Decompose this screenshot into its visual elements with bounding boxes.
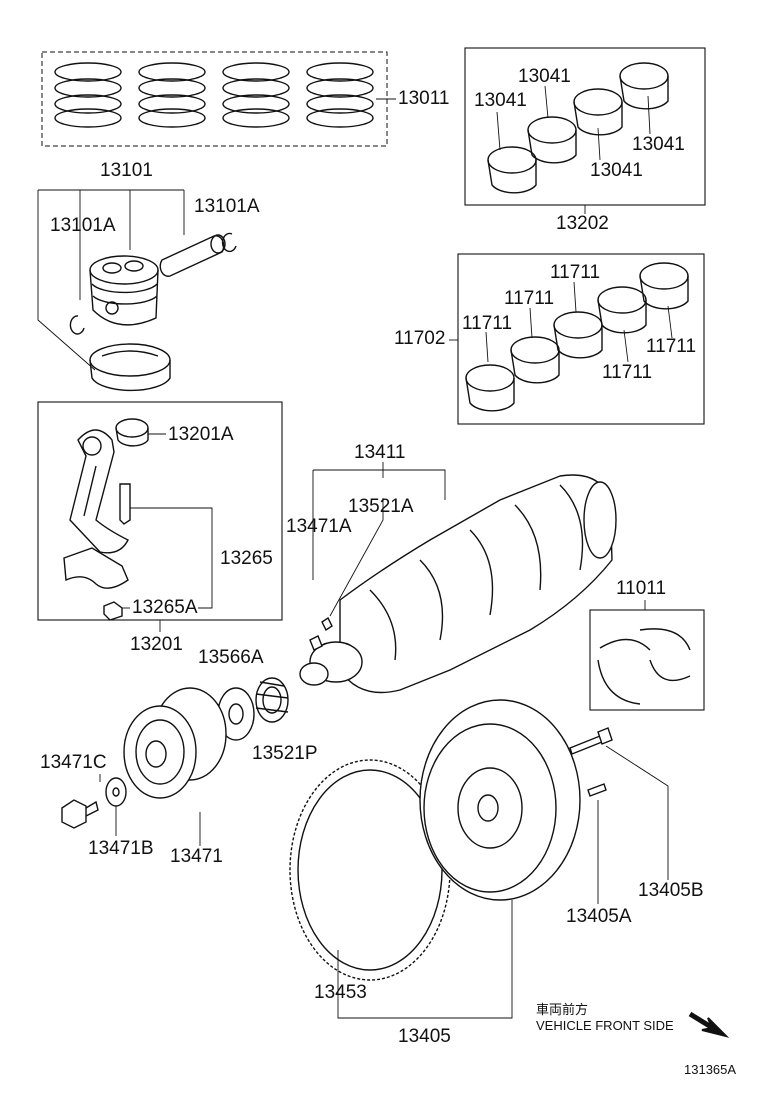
label-11711-e: 11711: [602, 362, 653, 383]
piston: [89, 255, 159, 326]
label-13041-a: 13041: [518, 66, 571, 87]
thrust-washer-group: [589, 600, 705, 711]
label-13405: 13405: [398, 1026, 451, 1047]
label-13405B: 13405B: [638, 880, 704, 901]
label-13471A: 13471A: [286, 516, 352, 537]
main-bearing-shell-3: [553, 311, 603, 359]
label-11711-b: 11711: [504, 288, 555, 309]
label-13201: 13201: [130, 634, 183, 655]
pin-snap-ring-left: [69, 315, 85, 335]
label-13265: 13265: [220, 548, 273, 569]
crankshaft-group: [299, 462, 617, 694]
label-13011: 13011: [398, 88, 450, 109]
label-11711-d: 11711: [646, 336, 697, 357]
piston-ring-set-group: [41, 51, 396, 147]
label-11711-a: 11711: [550, 262, 601, 283]
label-13265A: 13265A: [132, 597, 198, 618]
connecting-rod-bolt: [119, 483, 131, 525]
label-13471B: 13471B: [88, 838, 154, 859]
flywheel-bolt: [569, 727, 613, 755]
label-13411: 13411: [354, 442, 406, 463]
rod-bearing-shell-1: [487, 146, 537, 194]
piston-ring-set-1: [54, 62, 122, 128]
pulley-washer: [105, 777, 127, 807]
main-bearing-shell-4: [597, 286, 647, 334]
label-13202: 13202: [556, 213, 609, 234]
direction-label-jp: 車両前方: [536, 1002, 589, 1017]
label-13405A: 13405A: [566, 906, 632, 927]
label-13471: 13471: [170, 846, 223, 867]
crankshaft-key: [309, 635, 323, 651]
rod-bearing-shell-4: [619, 62, 669, 110]
pin-snap-ring-right: [221, 232, 237, 253]
main-bearing-shell-1: [465, 364, 515, 412]
label-13041-d: 13041: [590, 160, 643, 181]
piston-ring-set-3: [222, 62, 290, 128]
pulley-bolt: [61, 799, 99, 829]
label-13101A-right: 13101A: [194, 196, 260, 217]
label-13101A-left: 13101A: [50, 215, 116, 236]
label-13201A: 13201A: [168, 424, 234, 445]
piston-pin: [159, 234, 226, 277]
crankshaft: [299, 474, 617, 694]
label-13521P: 13521P: [252, 743, 318, 764]
crank-pulley: [123, 687, 227, 799]
label-11702: 11702: [394, 328, 446, 349]
label-11711-c: 11711: [462, 313, 513, 334]
label-13566A: 13566A: [198, 647, 264, 668]
piston-ring-set-2: [138, 62, 206, 128]
connecting-rod-nut: [103, 601, 123, 621]
label-13471C: 13471C: [40, 752, 107, 773]
vehicle-front-arrow-icon: [688, 1011, 730, 1038]
small-end-bushing: [115, 418, 149, 447]
piston-group: [37, 189, 237, 392]
label-13453: 13453: [314, 982, 367, 1003]
piston-ring-set-4: [306, 62, 374, 128]
direction-label-en: VEHICLE FRONT SIDE: [536, 1018, 674, 1033]
crank-sprocket: [255, 677, 289, 723]
main-bearing-group: [449, 253, 705, 425]
rod-bearing-shell-2: [527, 116, 577, 164]
connecting-rod-cap: [63, 547, 129, 589]
flywheel: [419, 699, 581, 901]
connecting-rod-group: [37, 401, 283, 632]
connecting-rod: [69, 429, 129, 554]
label-13041-c: 13041: [632, 134, 685, 155]
thrust-washer-1: [597, 638, 651, 705]
label-13521A: 13521A: [348, 496, 414, 517]
crank-pulley-key: [321, 616, 333, 632]
piston-lower-view: [89, 343, 171, 392]
label-13101: 13101: [100, 160, 153, 181]
rod-bearing-group: [464, 47, 706, 214]
flywheel-dowel-pin: [587, 783, 607, 797]
label-13041-b: 13041: [474, 90, 527, 111]
main-bearing-shell-5: [639, 262, 689, 310]
label-11011: 11011: [616, 578, 667, 599]
thrust-washer-2: [639, 628, 691, 682]
main-bearing-shell-2: [510, 336, 560, 384]
rod-bearing-shell-3: [573, 88, 623, 136]
figure-id: 131365A: [684, 1062, 737, 1077]
